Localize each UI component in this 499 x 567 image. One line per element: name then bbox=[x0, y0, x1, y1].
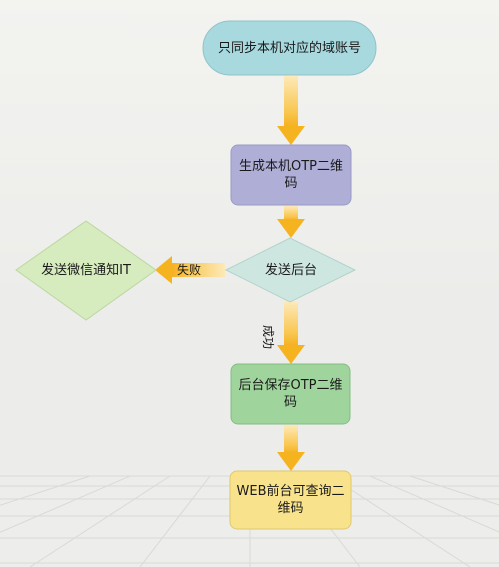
fail-edge-label: 失败 bbox=[177, 263, 202, 277]
save-node-shape bbox=[230, 363, 351, 425]
notify-node-shape bbox=[15, 220, 157, 321]
send-node-shape bbox=[224, 237, 357, 303]
web-node-label: WEB前台可查询二维码 bbox=[236, 484, 345, 516]
arrow-send-to-notify bbox=[155, 256, 225, 284]
arrow-save-to-web bbox=[277, 425, 305, 471]
notify-node-label: 发送微信通知IT bbox=[41, 262, 131, 278]
save-node-label: 后台保存OTP二维码 bbox=[238, 378, 343, 410]
arrow-send-to-save bbox=[277, 302, 305, 364]
send-node-label: 发送后台 bbox=[264, 262, 317, 278]
web-node-shape bbox=[229, 470, 352, 530]
arrow-generate-to-send bbox=[277, 206, 305, 238]
generate-node-shape bbox=[230, 144, 352, 206]
generate-node-label: 生成本机OTP二维码 bbox=[238, 159, 343, 191]
success-edge-label: 成功 bbox=[261, 325, 275, 350]
start-node-shape bbox=[202, 20, 377, 76]
arrow-start-to-generate bbox=[277, 76, 305, 145]
start-node-label: 只同步本机对应的域账号 bbox=[217, 40, 361, 56]
